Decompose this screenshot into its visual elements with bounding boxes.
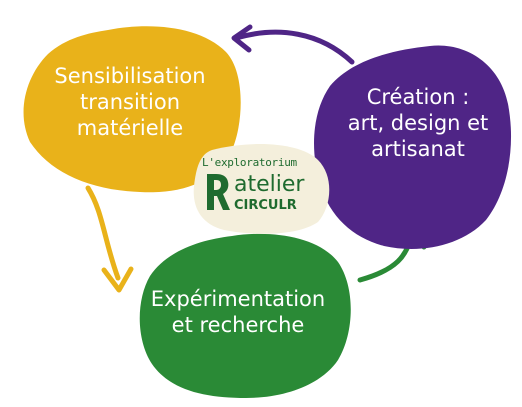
atelier-circulr-logo: L'exploratorium atelier CIRCULR: [194, 150, 328, 230]
blob-green: [139, 233, 351, 398]
blob-purple: [314, 45, 512, 249]
node-creation-line-1: Création :: [366, 85, 470, 109]
logo-sub-text: CIRCULR: [234, 198, 297, 213]
node-creation-line-2: art, design et: [347, 111, 489, 135]
node-sensibilisation: Sensibilisation transition matérielle: [30, 63, 230, 141]
logo-top-text: L'exploratorium: [202, 156, 297, 169]
node-sensibilisation-line-1: Sensibilisation: [54, 64, 206, 88]
node-experimentation: Expérimentation et recherche: [138, 286, 338, 338]
node-creation-line-3: artisanat: [371, 137, 465, 161]
logo-main-text: atelier: [234, 172, 305, 197]
logo-r-icon: [207, 174, 230, 210]
node-sensibilisation-line-2: transition: [79, 90, 181, 114]
node-experimentation-line-1: Expérimentation: [150, 287, 326, 311]
logo-badge: [193, 144, 330, 234]
arrow-yellow-to-green: [85, 185, 121, 281]
arrowhead-purple: [231, 24, 253, 53]
node-creation: Création : art, design et artisanat: [318, 84, 518, 162]
node-sensibilisation-line-3: matérielle: [76, 116, 184, 140]
arrowhead-yellow: [101, 266, 134, 293]
arrow-purple-to-yellow: [233, 29, 355, 65]
node-experimentation-line-2: et recherche: [171, 313, 305, 337]
blob-yellow: [23, 26, 241, 193]
